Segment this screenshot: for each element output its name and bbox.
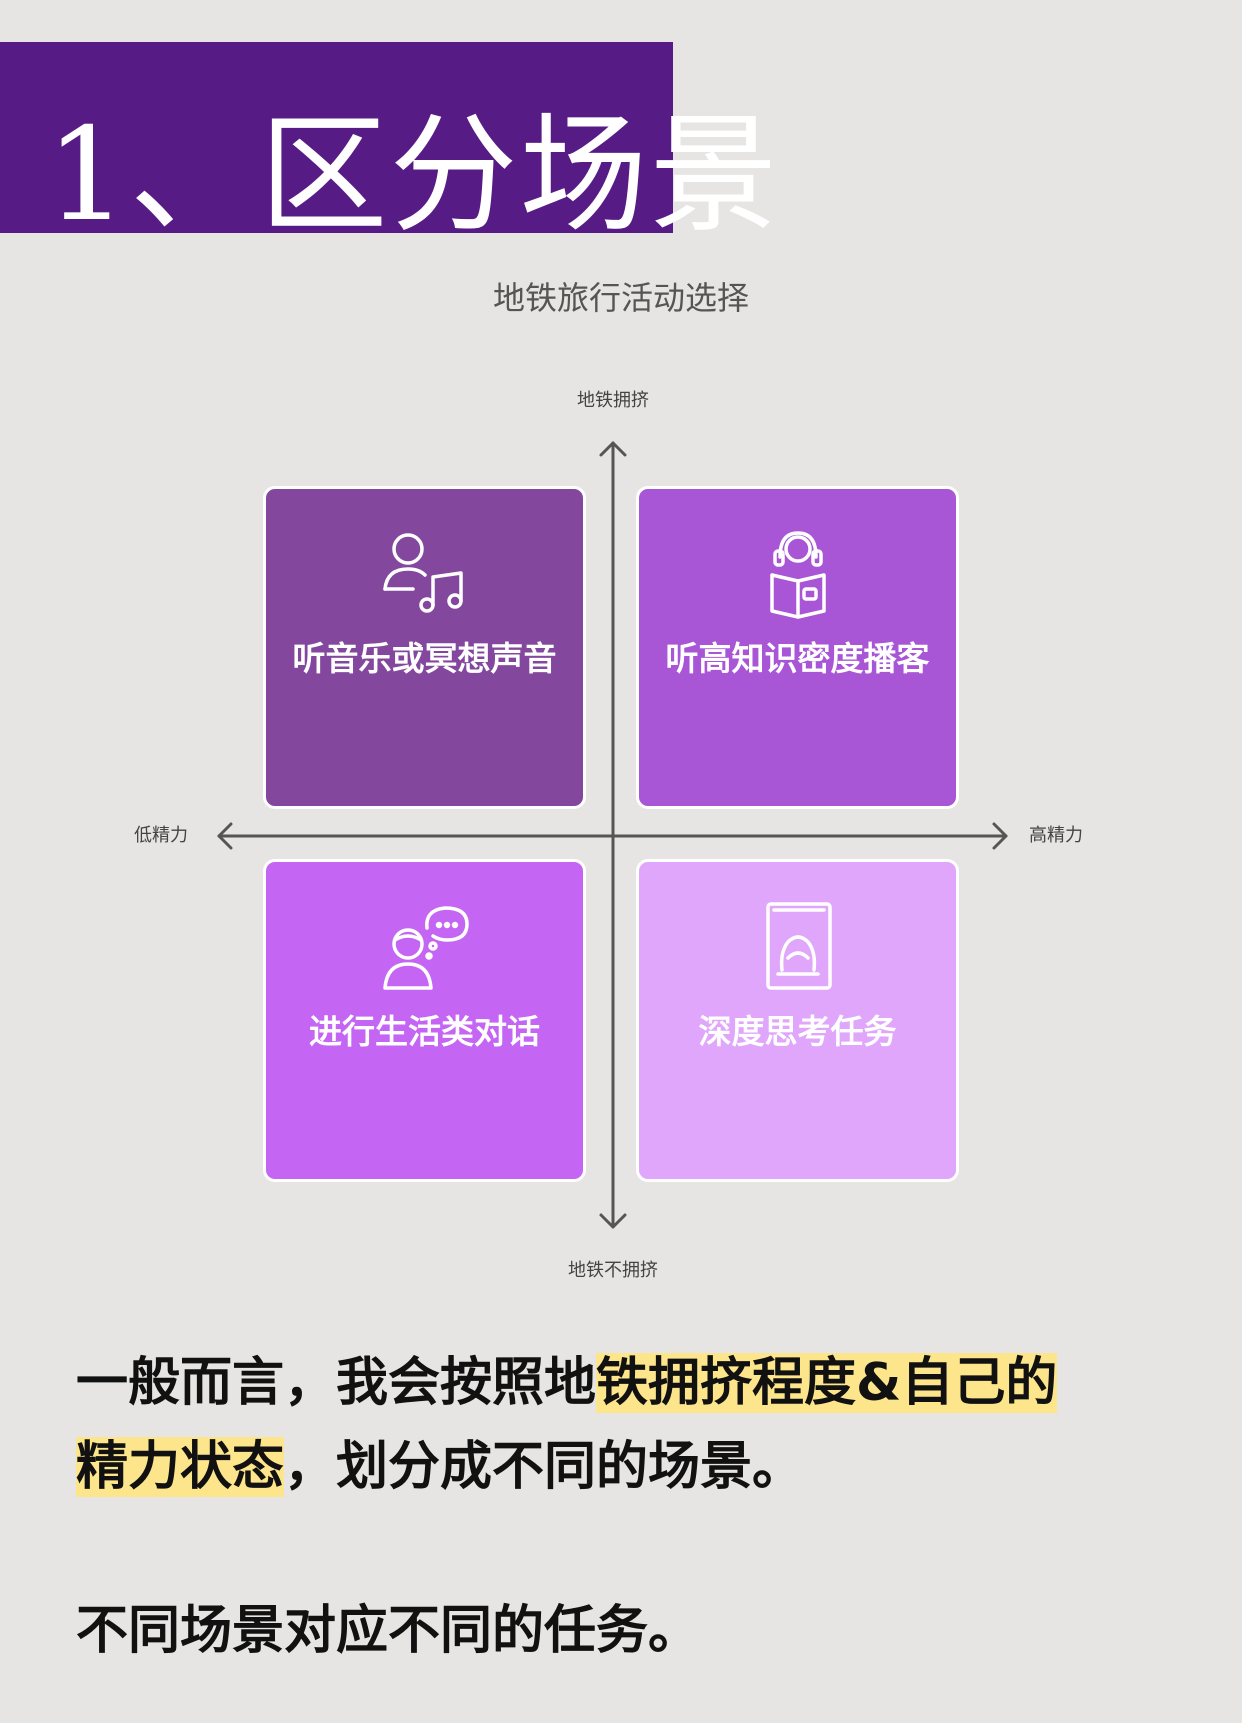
body-paragraph-1: 一般而言，我会按照地铁拥挤程度&自己的精力状态，划分成不同的场景。 [76, 1341, 1196, 1509]
arrow-left-icon [217, 822, 233, 850]
axis-label-left: 低精力 [134, 825, 188, 846]
axis-label-top: 地铁拥挤 [577, 390, 649, 411]
quadrant-label: 进行生活类对话 [309, 1012, 540, 1051]
person-speech-bubble-icon [382, 906, 469, 990]
title-banner: 1、区分场景 [0, 42, 777, 250]
page-title: 1、区分场景 [46, 101, 780, 250]
arrow-up-icon [599, 441, 627, 457]
highlight-text-2: 精力状态 [76, 1437, 285, 1497]
quadrant-top-left: 听音乐或冥想声音 [263, 486, 586, 809]
highlight-text-1: 铁拥挤程度&自己的 [596, 1353, 1058, 1413]
headphones-book-icon [769, 531, 826, 619]
body-paragraph-2: 不同场景对应不同的任务。 [76, 1601, 701, 1661]
arrow-right-icon [992, 822, 1008, 850]
quadrant-label: 听高知识密度播客 [665, 639, 930, 678]
body-text-part2: ，划分成不同的场景。 [284, 1437, 805, 1497]
body-text-part1: 一般而言，我会按照地 [76, 1353, 597, 1413]
quadrant-bottom-left: 进行生活类对话 [263, 859, 586, 1182]
quadrant-label: 深度思考任务 [698, 1012, 897, 1051]
diagram-title: 地铁旅行活动选择 [492, 279, 749, 317]
arrow-down-icon [599, 1213, 627, 1229]
quadrant-top-right: 听高知识密度播客 [636, 486, 959, 809]
person-music-icon [382, 533, 463, 613]
quadrant-bottom-right: 深度思考任务 [636, 859, 959, 1182]
axis-label-bottom: 地铁不拥挤 [568, 1260, 658, 1281]
quadrant-label: 听音乐或冥想声音 [292, 639, 557, 678]
axis-label-right: 高精力 [1029, 825, 1083, 846]
head-thinking-card-icon [765, 902, 832, 990]
